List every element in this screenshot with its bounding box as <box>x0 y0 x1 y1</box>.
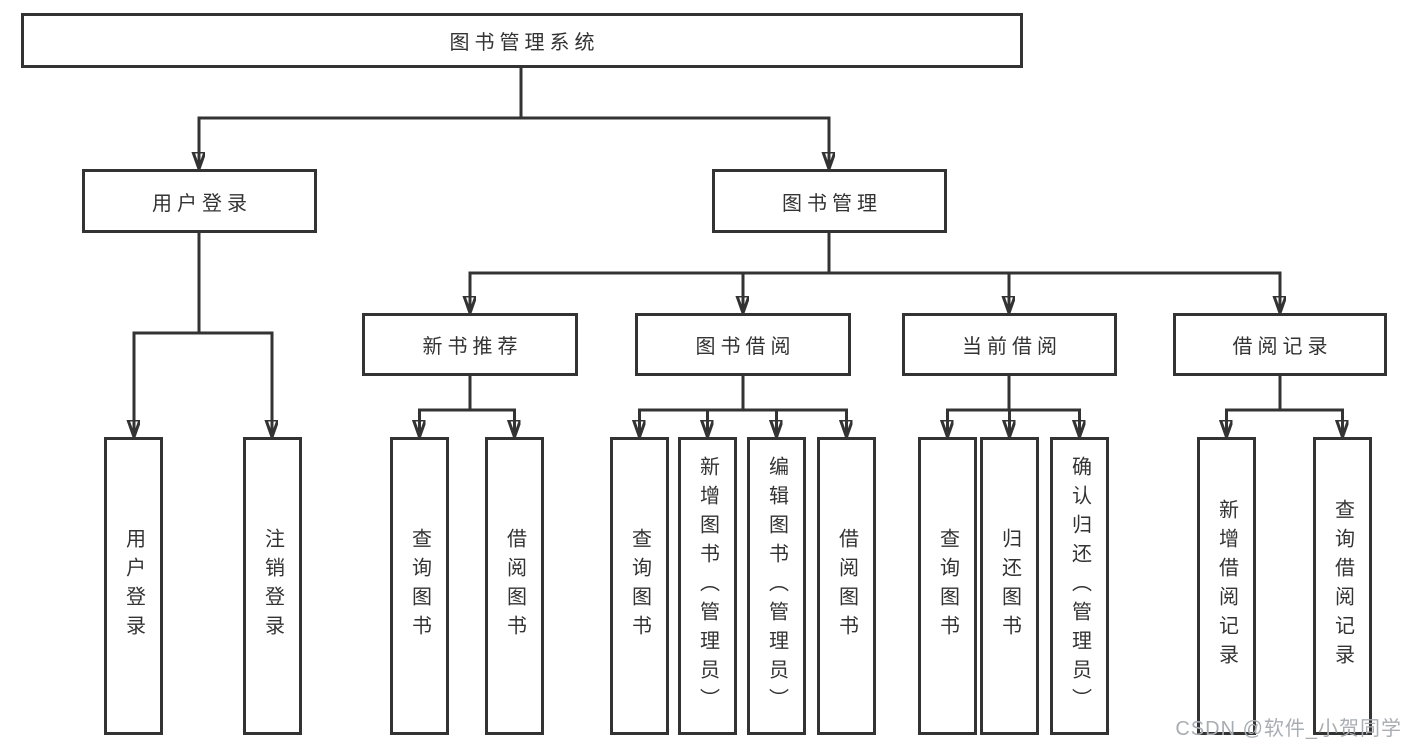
leaf-label: 查询借阅记录 <box>1331 499 1354 673</box>
csdn-watermark: CSDN @软件_小贺同学 <box>1175 718 1402 740</box>
leaf-edit-books-admin: 编辑图书（管理员） <box>747 437 806 735</box>
leaf-label: 用户登录 <box>122 528 145 644</box>
leaf-label: 编辑图书（管理员） <box>765 455 788 717</box>
leaf-label: 借阅图书 <box>503 528 526 644</box>
connector-root-to-level2 <box>198 68 831 169</box>
leaf-return-books: 归还图书 <box>980 437 1039 735</box>
connector-book-borrow-children <box>638 376 848 437</box>
leaf-label: 确认归还（管理员） <box>1068 455 1091 717</box>
connector-borrow-records-children <box>1225 376 1344 437</box>
leaf-borrow-books: 借阅图书 <box>817 437 876 735</box>
leaf-query-books-current: 查询图书 <box>918 437 977 735</box>
leaf-add-borrow-record: 新增借阅记录 <box>1197 437 1256 735</box>
leaf-add-books-admin: 新增图书（管理员） <box>678 437 737 735</box>
connector-current-borrow-children <box>946 376 1081 437</box>
node-borrow-records: 借阅记录 <box>1173 313 1387 376</box>
leaf-label: 查询图书 <box>936 528 959 644</box>
leaf-query-books-borrow: 查询图书 <box>610 437 669 735</box>
connector-new-book-recommend-children <box>418 376 516 437</box>
leaf-label: 注销登录 <box>261 528 284 644</box>
connector-user-login-children <box>133 233 274 437</box>
leaf-query-books-recommend: 查询图书 <box>390 437 449 735</box>
leaf-label: 新增图书（管理员） <box>696 455 719 717</box>
node-new-book-recommend: 新书推荐 <box>362 313 578 376</box>
leaf-label: 新增借阅记录 <box>1215 499 1238 673</box>
leaf-label: 借阅图书 <box>835 528 858 644</box>
leaf-confirm-return-admin: 确认归还（管理员） <box>1050 437 1109 735</box>
node-current-borrow: 当前借阅 <box>902 313 1117 376</box>
leaf-logout: 注销登录 <box>243 437 302 735</box>
node-book-borrow: 图书借阅 <box>635 313 851 376</box>
connector-book-management-children <box>469 233 1282 313</box>
node-library-management-system: 图书管理系统 <box>21 13 1023 68</box>
leaf-borrow-books-recommend: 借阅图书 <box>485 437 544 735</box>
leaf-label: 查询图书 <box>628 528 651 644</box>
leaf-user-login: 用户登录 <box>104 437 163 735</box>
node-user-login: 用户登录 <box>82 169 317 233</box>
leaf-label: 归还图书 <box>998 528 1021 644</box>
node-book-management: 图书管理 <box>712 169 947 233</box>
leaf-label: 查询图书 <box>408 528 431 644</box>
leaf-query-borrow-record: 查询借阅记录 <box>1313 437 1372 735</box>
